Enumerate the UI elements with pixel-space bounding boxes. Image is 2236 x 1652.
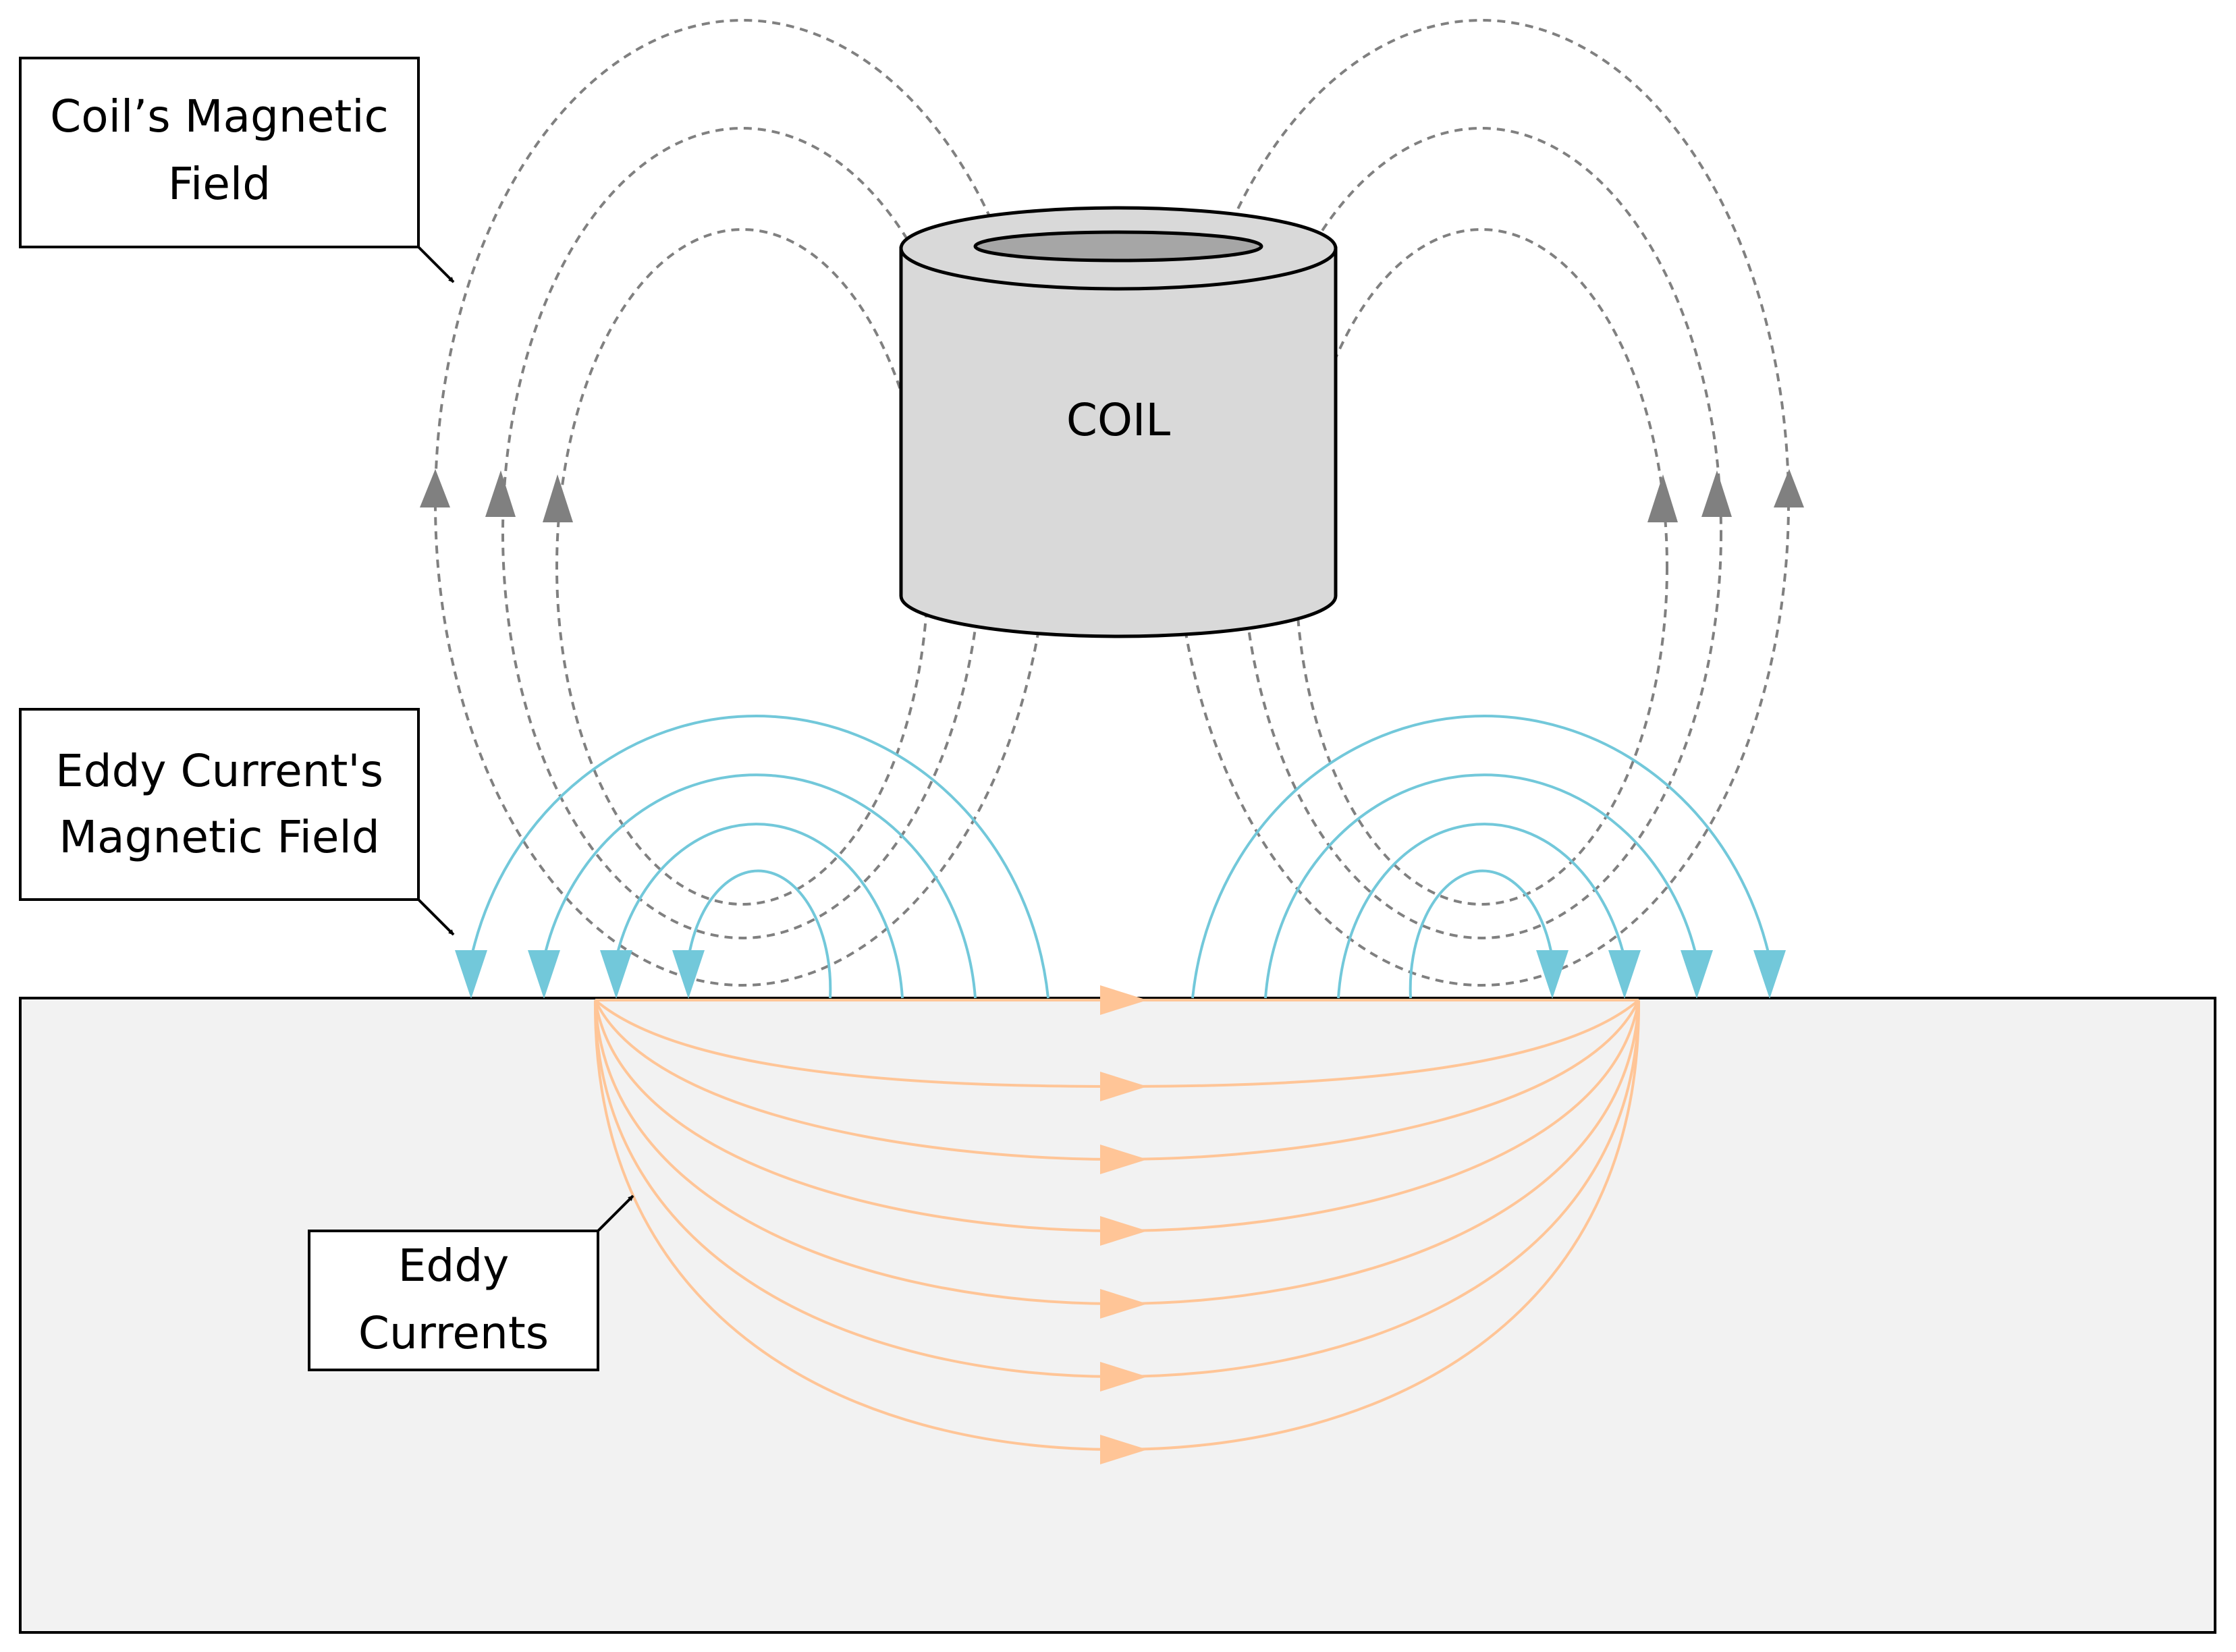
coil-body xyxy=(899,246,1338,638)
coil-field-arrow-up xyxy=(1647,474,1678,522)
eddy-currents-label-box xyxy=(308,1230,599,1371)
coil-field-arrow-up xyxy=(543,474,573,522)
eddy-field-label-line2: Magnetic Field xyxy=(59,811,380,863)
eddy-currents-label-line1: Eddy xyxy=(398,1240,510,1292)
eddy-current-arrowheads xyxy=(1100,985,1147,1464)
coil-field-arrow-up xyxy=(1774,469,1804,507)
eddy-current-arrow-right xyxy=(1100,985,1147,1015)
eddy-field-arc-right-2 xyxy=(1264,773,1698,999)
eddy-field-arrow-down xyxy=(672,950,705,999)
eddy-current-arrow-right xyxy=(1100,1072,1147,1101)
eddy-currents-pointer xyxy=(597,1194,634,1232)
eddy-current-arrow-right xyxy=(1100,1435,1147,1464)
eddy-current-arrow-right xyxy=(1100,1289,1147,1319)
coil: COIL xyxy=(899,206,1338,638)
eddy-field-callout: Eddy Current's Magnetic Field xyxy=(19,708,455,936)
eddy-field-arcs xyxy=(470,715,1771,999)
eddy-field-arc-right-4 xyxy=(1409,869,1554,999)
eddy-current-arrow-right xyxy=(1100,1216,1147,1246)
eddy-field-arrow-down xyxy=(1608,950,1641,999)
eddy-field-label-line1: Eddy Current's xyxy=(55,745,383,797)
coil-field-line-right-inner xyxy=(1294,228,1668,906)
coil-field-line-right-middle xyxy=(1240,127,1722,939)
eddy-field-arc-left-1 xyxy=(470,715,1049,999)
coil-field-arrow-up xyxy=(420,469,450,507)
eddy-field-arrow-down xyxy=(600,950,632,999)
eddy-field-arrow-down xyxy=(1753,950,1786,999)
coil-field-label-line1: Coil’s Magnetic xyxy=(50,90,389,142)
eddy-field-arc-left-3 xyxy=(615,823,904,999)
eddy-field-arrow-down xyxy=(1536,950,1569,999)
eddy-field-arrow-down xyxy=(528,950,560,999)
coil-field-callout: Coil’s Magnetic Field xyxy=(19,57,455,283)
eddy-field-arc-left-2 xyxy=(543,773,977,999)
eddy-field-label-box xyxy=(19,708,420,901)
eddy-field-pointer xyxy=(417,898,455,936)
coil-field-label-box xyxy=(19,57,420,248)
eddy-field-arc-right-1 xyxy=(1191,715,1771,999)
eddy-field-arrow-down xyxy=(1681,950,1713,999)
eddy-field-arrow-down xyxy=(455,950,487,999)
eddy-currents-label-line2: Currents xyxy=(358,1307,549,1359)
coil-field-line-left-inner xyxy=(555,228,929,906)
coil-hole xyxy=(973,230,1263,263)
coil-field-pointer xyxy=(417,246,455,283)
eddy-field-arc-right-3 xyxy=(1337,823,1626,999)
eddy-field-arrowheads xyxy=(455,950,1786,999)
eddy-currents-callout: Eddy Currents xyxy=(308,1194,634,1371)
coil-field-arrow-up xyxy=(1701,470,1732,517)
eddy-current-arrow-right xyxy=(1100,1362,1147,1392)
eddy-field-arc-left-4 xyxy=(687,869,832,999)
coil-field-arrow-up xyxy=(485,470,516,517)
eddy-current-arrow-right xyxy=(1100,1145,1147,1174)
coil-label: COIL xyxy=(1066,394,1170,446)
coil-field-label-line2: Field xyxy=(168,158,271,210)
coil-field-arrowheads xyxy=(420,469,1804,522)
